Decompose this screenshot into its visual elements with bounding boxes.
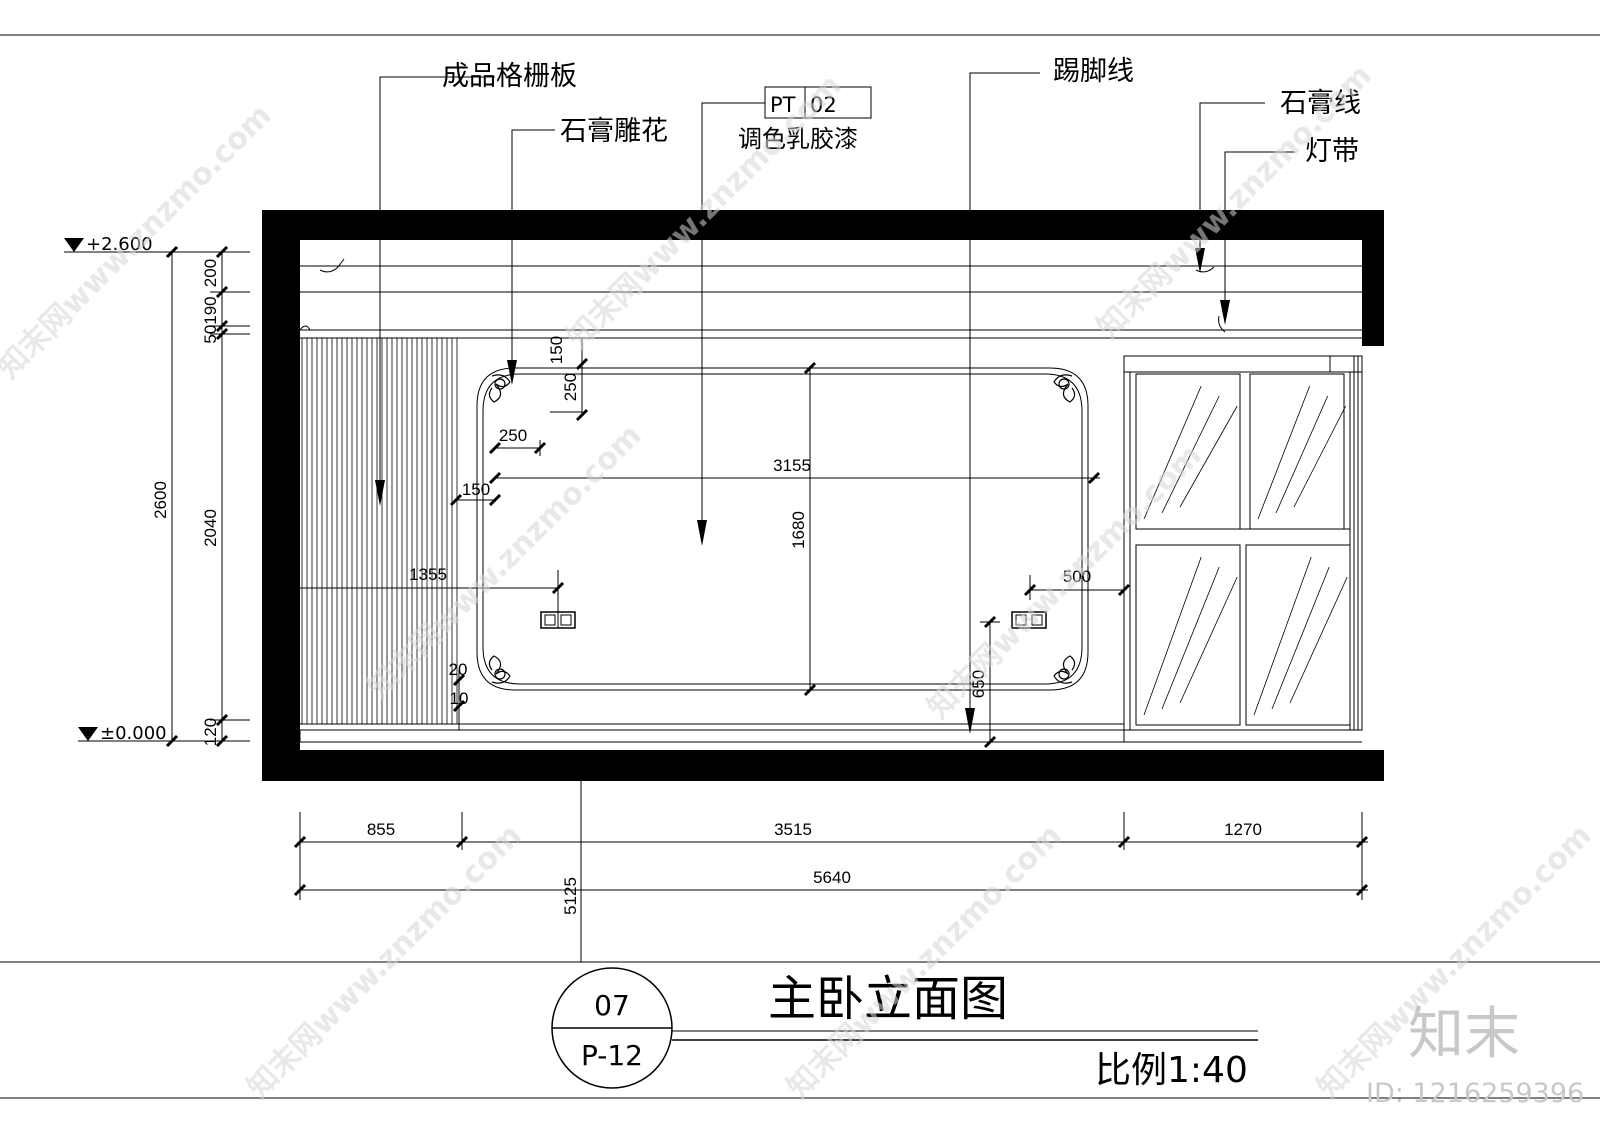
label-light-strip: 灯带 [1305, 136, 1359, 167]
glass-hatch-line [1161, 566, 1220, 710]
skirting-board [299, 723, 1362, 743]
level-top-label: +2.600 [86, 234, 153, 255]
dim-bottom-ticks [293, 835, 1369, 897]
glass-hatch-line [1271, 566, 1330, 710]
dim-frame-250-v: 250 [561, 373, 580, 401]
callout-arrows [375, 248, 1230, 734]
dim-bottom-total: 5640 [813, 868, 851, 887]
watermark-brand: 知末 [1408, 1002, 1520, 1067]
dim-small-10: 10 [450, 689, 469, 708]
dim-frame-250-h: 250 [499, 426, 527, 445]
dim-frame-height: 1680 [789, 511, 808, 549]
socket-right [1011, 611, 1047, 629]
dim-socket-height: 650 [969, 670, 988, 698]
wardrobe-cabinet [1123, 355, 1363, 731]
label-plaster-carving: 石膏雕花 [560, 116, 668, 147]
dim-bottom-3515: 3515 [774, 820, 812, 839]
glass-hatch-line [1253, 556, 1312, 716]
drawing-title: 主卧立面图 [768, 971, 1008, 1027]
glass-hatch-line [1143, 556, 1202, 716]
dim-bottom-1270: 1270 [1224, 820, 1262, 839]
glass-hatch [1143, 385, 1348, 716]
glass-hatch-line [1179, 576, 1238, 704]
watermark-site-2: 知末网www.znzmo.com [361, 418, 649, 706]
glass-hatch-line [1179, 405, 1238, 508]
glass-hatch-line [1275, 395, 1329, 514]
grille-panel [301, 338, 458, 724]
dim-left-total: 2600 [151, 481, 170, 519]
label-grille-panel: 成品格栅板 [442, 61, 577, 92]
glass-hatch-line [1293, 405, 1347, 508]
dim-bottom-chains [299, 781, 1368, 962]
plaster-carving-corners [488, 374, 1076, 684]
drawing-scale: 比例1:40 [1095, 1050, 1248, 1091]
glass-hatch-line [1161, 395, 1220, 514]
ceiling-lines [299, 258, 1362, 339]
callout-leaders [379, 72, 1295, 720]
dim-vertical-5125: 5125 [561, 877, 580, 915]
glass-hatch-line [1143, 385, 1202, 520]
watermark-site-5: 知末网www.znzmo.com [1091, 58, 1379, 346]
label-plaster-line: 石膏线 [1280, 88, 1361, 119]
watermark-site-1: 知末网www.znzmo.com [0, 98, 279, 386]
label-paint-name: 调色乳胶漆 [738, 125, 858, 153]
dim-left-120: 120 [201, 718, 220, 746]
paint-code-box [764, 86, 872, 119]
dim-socket-right: 500 [1063, 567, 1091, 586]
sheet-ref: P-12 [581, 1039, 643, 1072]
label-paint-code-num: 02 [810, 93, 837, 117]
dim-socket-left: 1355 [409, 565, 447, 584]
dim-left-200: 200 [201, 259, 220, 287]
dim-frame-ticks [449, 357, 1131, 749]
dim-left-ticks [165, 245, 229, 748]
glass-hatch-line [1289, 576, 1348, 704]
dim-small-20: 20 [449, 660, 468, 679]
glass-hatch-line [1257, 385, 1311, 520]
watermark-id: ID: 1216259396 [1366, 1078, 1584, 1109]
dim-frame-width: 3155 [773, 456, 811, 475]
dim-left-50-190: 50190 [201, 296, 220, 343]
sheet-number: 07 [594, 989, 630, 1022]
dim-frame-150-h: 150 [462, 480, 490, 499]
dim-left-2040: 2040 [201, 509, 220, 547]
dim-frame-150-top: 150 [547, 336, 566, 364]
dim-frame-lines [300, 338, 1124, 742]
label-paint-code-prefix: PT [770, 93, 796, 117]
label-skirting: 踢脚线 [1053, 56, 1134, 87]
level-bottom-label: ±0.000 [100, 723, 167, 744]
wall-section [262, 210, 1384, 781]
title-block [551, 967, 1258, 1089]
dim-bottom-855: 855 [367, 820, 395, 839]
